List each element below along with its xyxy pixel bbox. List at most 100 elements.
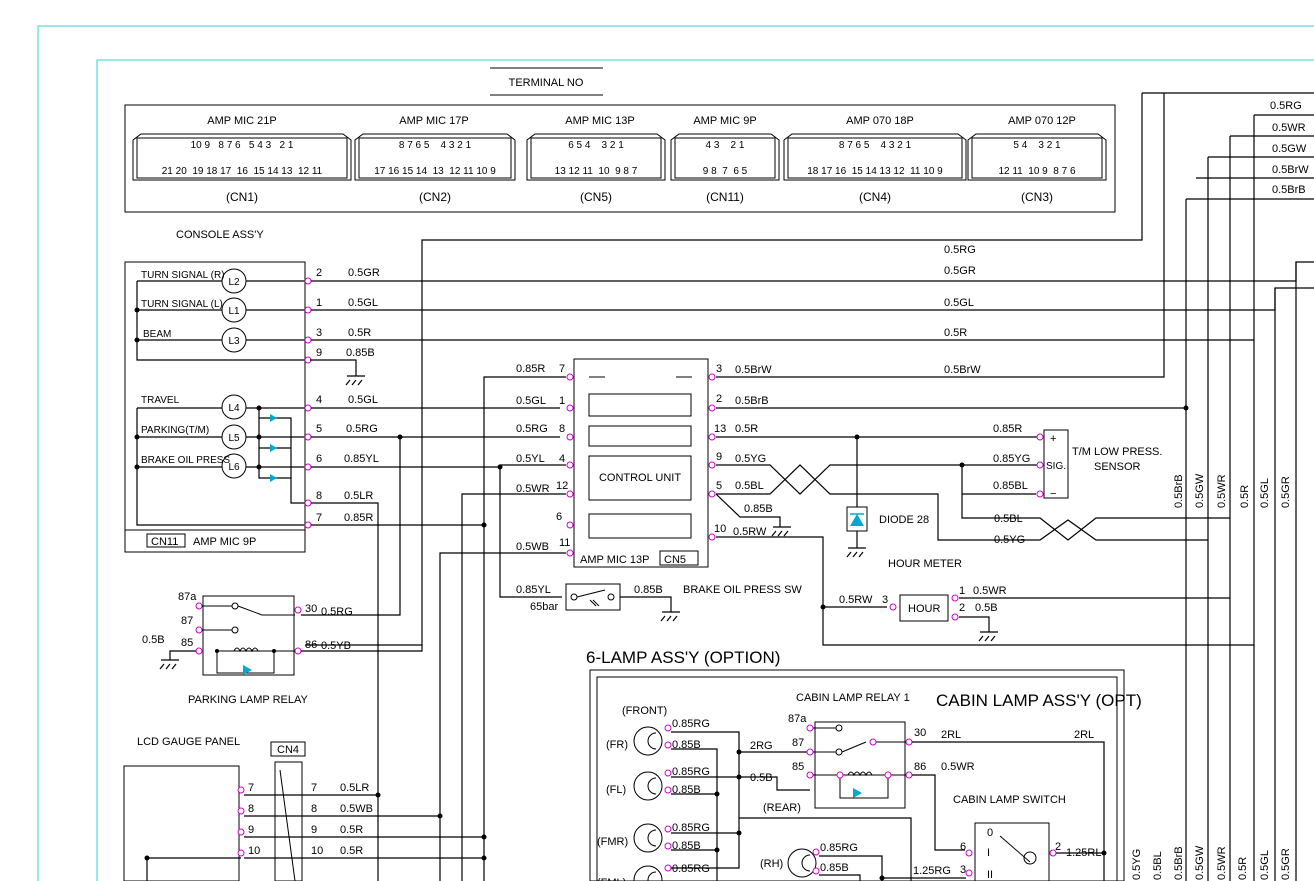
svg-text:TURN SIGNAL (L): TURN SIGNAL (L) — [141, 299, 223, 310]
svg-text:0.5R: 0.5R — [1239, 485, 1251, 508]
svg-text:7: 7 — [311, 782, 317, 794]
svg-text:0.5GL: 0.5GL — [944, 297, 974, 309]
svg-text:4: 4 — [559, 453, 565, 465]
six-lamp-title: 6-LAMP ASS'Y (OPTION) — [586, 648, 780, 667]
right-bus: 0.5RG 0.5WR 0.5GW 0.5BrW 0.5BrB 0.5BrB 0… — [305, 92, 1314, 881]
terminal-header: TERMINAL NO — [509, 77, 584, 89]
svg-text:87a: 87a — [788, 713, 807, 725]
svg-text:AMP MIC 13P: AMP MIC 13P — [580, 554, 650, 566]
svg-text:0.85YL: 0.85YL — [516, 584, 551, 596]
svg-text:13: 13 — [714, 423, 726, 435]
svg-text:2RG: 2RG — [750, 740, 773, 752]
connector-top-pins: 6 5 4 3 2 1 — [568, 140, 624, 151]
svg-text:0.85B: 0.85B — [744, 503, 773, 515]
svg-text:DIODE 28: DIODE 28 — [879, 514, 929, 526]
bus-label: 0.5GW — [1272, 143, 1307, 155]
console-title: CONSOLE ASS'Y — [176, 229, 264, 241]
svg-text:0.5GL: 0.5GL — [348, 297, 378, 309]
svg-text:AMP MIC 9P: AMP MIC 9P — [193, 536, 256, 548]
connector-top-pins: 4 3 2 1 — [706, 140, 745, 151]
svg-text:7: 7 — [559, 363, 565, 375]
svg-text:0.5GL: 0.5GL — [1259, 850, 1271, 880]
bus-label: 0.5BrW — [1272, 164, 1309, 176]
svg-text:2RL: 2RL — [941, 729, 961, 741]
svg-text:0.85RG: 0.85RG — [672, 766, 710, 778]
connector-bottom-pins: 13 12 11 10 9 8 7 — [555, 166, 638, 177]
svg-text:0.5GR: 0.5GR — [348, 267, 380, 279]
svg-text:CABIN LAMP RELAY 1: CABIN LAMP RELAY 1 — [796, 692, 910, 704]
svg-text:0.5RG: 0.5RG — [516, 423, 548, 435]
connector-cn4: AMP 070 18P 8 7 6 5 4 3 2 1 18 17 16 15 … — [783, 115, 967, 204]
connector-name: AMP MIC 9P — [693, 115, 756, 127]
svg-text:0.5WR: 0.5WR — [516, 483, 550, 495]
svg-text:0.5R: 0.5R — [944, 327, 967, 339]
bus-label: 0.5WR — [1272, 122, 1306, 134]
svg-text:0.5YL: 0.5YL — [516, 453, 545, 465]
svg-text:CN4: CN4 — [277, 744, 299, 756]
svg-text:0.85RG: 0.85RG — [672, 863, 710, 875]
six-lamp-assembly: 6-LAMP ASS'Y (OPTION) CABIN LAMP ASS'Y (… — [586, 648, 1142, 881]
bus-label: 0.5RG — [1270, 100, 1302, 112]
svg-text:0.85YG: 0.85YG — [993, 453, 1030, 465]
svg-text:0.85B: 0.85B — [672, 840, 701, 852]
svg-text:HOUR METER: HOUR METER — [888, 558, 962, 570]
svg-text:(FL): (FL) — [606, 784, 626, 796]
svg-text:0.5WR: 0.5WR — [941, 761, 975, 773]
svg-text:1: 1 — [316, 297, 322, 309]
svg-text:0.85B: 0.85B — [672, 739, 701, 751]
svg-text:0.85B: 0.85B — [346, 347, 375, 359]
svg-text:9: 9 — [248, 824, 254, 836]
control-unit: CONTROL UNIT AMP MIC 13P CN5 7 0.85R 1 0… — [439, 93, 1254, 881]
connector-top-pins: 5 4 3 2 1 — [1013, 140, 1061, 151]
connector-cn3: AMP 070 12P 5 4 3 2 1 12 11 10 9 8 7 6 (… — [967, 115, 1107, 204]
parking-lamp-relay: 87a 87 85 30 86 0.5RG 0.5YB 0.5B PARKING… — [142, 437, 423, 706]
svg-text:0.5RG: 0.5RG — [346, 423, 378, 435]
svg-text:0.5BrB: 0.5BrB — [735, 395, 769, 407]
svg-text:8: 8 — [559, 423, 565, 435]
svg-text:1: 1 — [559, 395, 565, 407]
svg-text:85: 85 — [181, 637, 193, 649]
svg-text:LCD GAUGE PANEL: LCD GAUGE PANEL — [137, 736, 240, 748]
svg-text:0.85B: 0.85B — [672, 784, 701, 796]
svg-text:0.5GW: 0.5GW — [1194, 473, 1206, 508]
svg-text:0.5RW: 0.5RW — [733, 526, 767, 538]
svg-text:87: 87 — [181, 615, 193, 627]
svg-text:L4: L4 — [228, 403, 240, 414]
svg-text:0.85R: 0.85R — [344, 512, 373, 524]
svg-text:HOUR: HOUR — [908, 603, 940, 615]
svg-text:L2: L2 — [228, 277, 240, 288]
svg-text:4: 4 — [316, 394, 322, 406]
cn11-tag: CN11 — [151, 536, 178, 548]
svg-text:SENSOR: SENSOR — [1094, 461, 1141, 473]
svg-text:0.85RG: 0.85RG — [672, 718, 710, 730]
svg-text:30: 30 — [914, 727, 926, 739]
svg-text:3: 3 — [716, 363, 722, 375]
svg-text:12: 12 — [556, 480, 568, 492]
connector-label: (CN3) — [1021, 190, 1053, 204]
svg-text:0.85RG: 0.85RG — [820, 842, 858, 854]
connector-label: (CN11) — [706, 190, 744, 204]
svg-text:0.5R: 0.5R — [340, 824, 363, 836]
svg-text:T/M LOW PRESS.: T/M LOW PRESS. — [1072, 446, 1162, 458]
cabin-title: CABIN LAMP ASS'Y (OPT) — [936, 691, 1142, 710]
svg-text:86: 86 — [305, 639, 317, 651]
lcd-gauge-panel: LCD GAUGE PANEL CN4 7 8 9 10 7 8 9 10 0.… — [123, 736, 487, 881]
svg-text:3: 3 — [316, 327, 322, 339]
svg-text:65bar: 65bar — [530, 601, 558, 613]
svg-text:+: + — [1050, 433, 1056, 445]
svg-text:0.5YG: 0.5YG — [994, 534, 1025, 546]
tm-low-press-sensor: + SIG. − 0.85R 0.85YG 0.85BL T/M LOW PRE… — [962, 423, 1162, 546]
brake-oil-press-switch: 0.85YL 65bar 0.85B BRAKE OIL PRESS SW — [499, 467, 802, 622]
svg-text:11: 11 — [559, 537, 570, 549]
svg-text:(FRONT): (FRONT) — [622, 705, 667, 717]
connector-cn11: AMP MIC 9P 4 3 2 1 9 8 7 6 5 (CN11) — [670, 115, 780, 204]
svg-text:0.5RG: 0.5RG — [944, 244, 976, 256]
connector-bottom-pins: 12 11 10 9 8 7 6 — [998, 166, 1076, 177]
svg-text:0.5LR: 0.5LR — [340, 782, 369, 794]
svg-text:1: 1 — [959, 585, 965, 597]
svg-text:0.5B: 0.5B — [975, 602, 998, 614]
svg-text:CN5: CN5 — [664, 554, 686, 566]
connector-top-pins: 8 7 6 5 4 3 2 1 — [839, 140, 912, 151]
connector-name: AMP 070 12P — [1008, 115, 1076, 127]
